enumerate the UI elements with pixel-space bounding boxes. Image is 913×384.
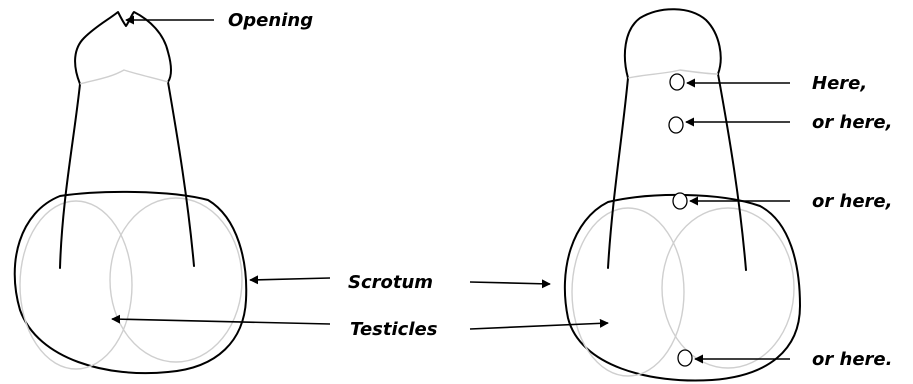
right-shaft-right-line bbox=[718, 74, 746, 270]
label-scrotum: Scrotum bbox=[348, 272, 433, 293]
left-scrotum-outline bbox=[15, 192, 247, 373]
location-spot-2 bbox=[669, 117, 683, 133]
right-testicle-a bbox=[572, 208, 684, 376]
location-spot-3 bbox=[673, 193, 687, 209]
left-testicle-a bbox=[20, 201, 132, 369]
label-testicles: Testicles bbox=[350, 319, 438, 340]
location-spot-4 bbox=[678, 350, 692, 366]
diagram-labels: Opening Scrotum Testicles Here, or here,… bbox=[228, 10, 892, 370]
label-location-3: or here, bbox=[812, 191, 892, 212]
label-location-4: or here. bbox=[812, 349, 892, 370]
label-opening: Opening bbox=[228, 10, 313, 31]
scrotum-arrow-left bbox=[250, 278, 330, 280]
right-figure bbox=[565, 9, 800, 380]
right-testicle-b bbox=[662, 208, 794, 368]
right-shaft-left-line bbox=[608, 78, 628, 268]
left-testicle-b bbox=[110, 198, 242, 362]
testicles-arrow-left bbox=[112, 319, 330, 324]
left-glans-rim bbox=[80, 70, 168, 84]
left-shaft-left-line bbox=[60, 84, 80, 268]
label-location-1: Here, bbox=[812, 73, 867, 94]
label-location-2: or here, bbox=[812, 112, 892, 133]
scrotum-arrow-right bbox=[470, 282, 550, 284]
right-glans-outline bbox=[625, 9, 721, 78]
testicles-arrow-right bbox=[470, 323, 608, 329]
left-shaft-right-line bbox=[168, 82, 194, 266]
location-spot-1 bbox=[670, 74, 684, 90]
left-glans-outline bbox=[75, 12, 171, 84]
